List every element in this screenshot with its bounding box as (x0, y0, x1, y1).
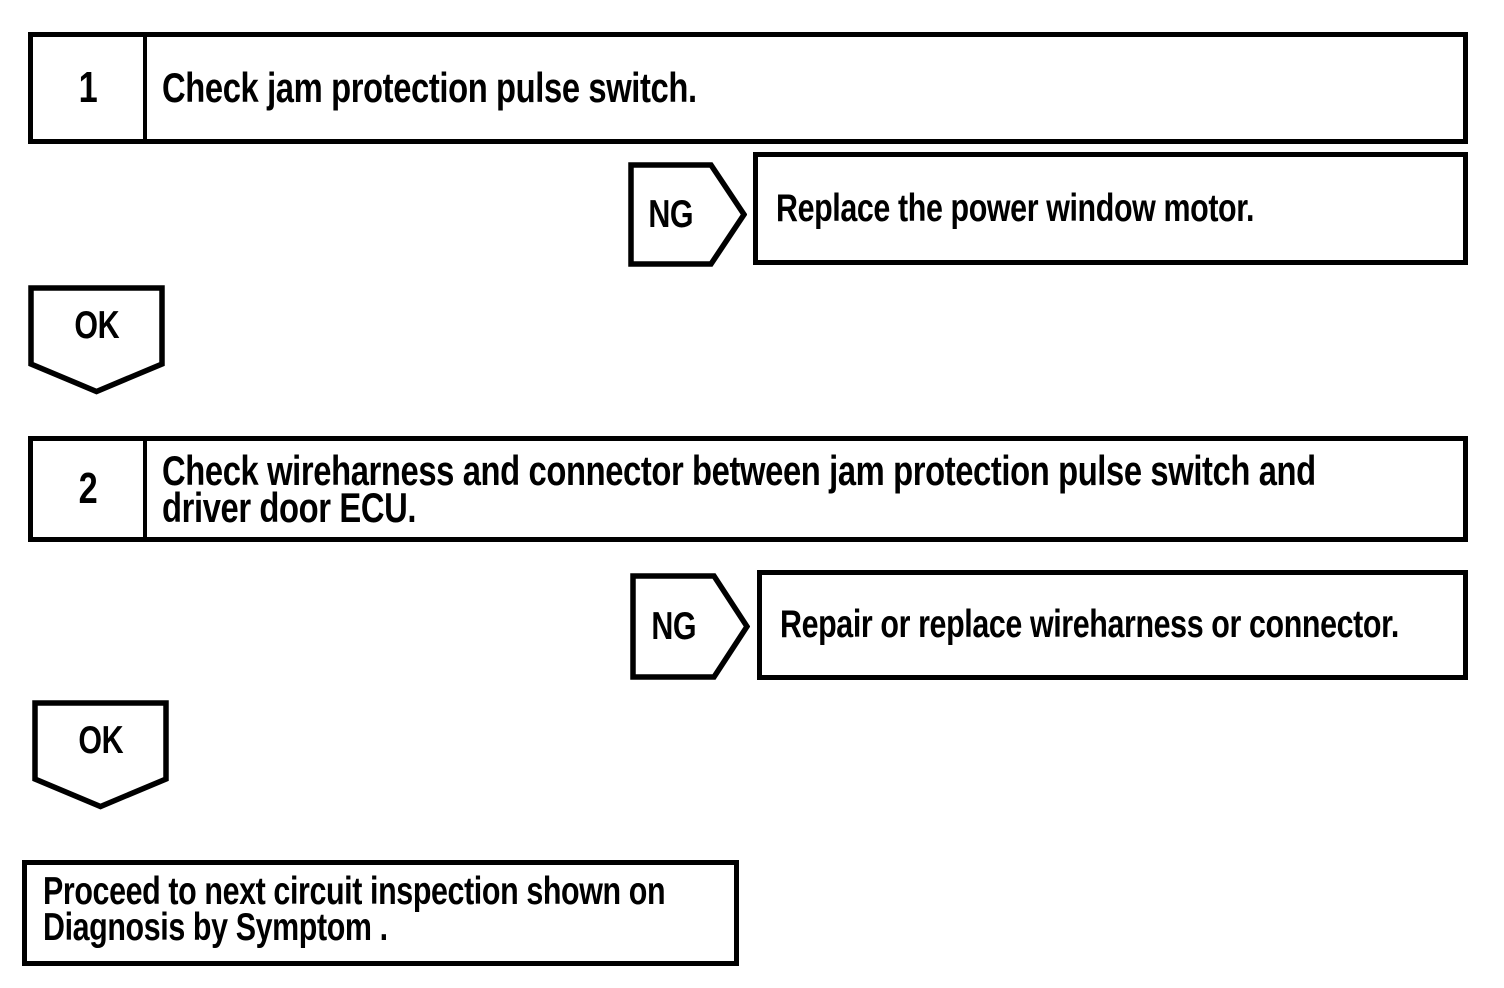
step2-instruction-cell: Check wireharness and connector between … (147, 441, 1504, 537)
ok-arrow-icon (32, 700, 169, 810)
step1-ng-connector: NG (628, 162, 747, 267)
step2-ok-label: OK (78, 719, 123, 762)
step1-ng-label: NG (648, 192, 694, 236)
step2-box: 2 Check wireharness and connector betwee… (28, 436, 1468, 542)
step1-box: 1 Check jam protection pulse switch. (28, 32, 1468, 144)
step2-ok-connector: OK (32, 700, 169, 810)
step1-number: 1 (78, 63, 98, 112)
step2-ng-connector: NG (630, 573, 750, 680)
step2-number: 2 (78, 464, 98, 513)
step2-ng-action-box: Repair or replace wireharness or connect… (757, 570, 1468, 680)
conclusion-line2: Diagnosis by Symptom . (43, 906, 388, 949)
step1-instruction: Check jam protection pulse switch. (162, 64, 697, 111)
ng-arrow-icon (628, 162, 747, 267)
step2-number-cell: 2 (33, 441, 147, 537)
step1-number-cell: 1 (33, 37, 147, 139)
step1-ok-connector: OK (28, 285, 165, 395)
ok-arrow-icon (28, 285, 165, 395)
step2-ng-action: Repair or replace wireharness or connect… (780, 603, 1399, 646)
conclusion-box: Proceed to next circuit inspection shown… (22, 860, 739, 966)
step2-instruction-line2: driver door ECU. (162, 484, 417, 531)
step1-ng-action-box: Replace the power window motor. (753, 152, 1468, 265)
conclusion-line1: Proceed to next circuit inspection shown… (43, 870, 666, 913)
step1-instruction-cell: Check jam protection pulse switch. (147, 37, 1463, 139)
step2-instruction-line1: Check wireharness and connector between … (162, 447, 1316, 494)
step1-ng-action: Replace the power window motor. (776, 186, 1255, 230)
ng-arrow-icon (630, 573, 750, 680)
step2-ng-label: NG (651, 604, 696, 648)
step1-ok-label: OK (74, 304, 119, 347)
